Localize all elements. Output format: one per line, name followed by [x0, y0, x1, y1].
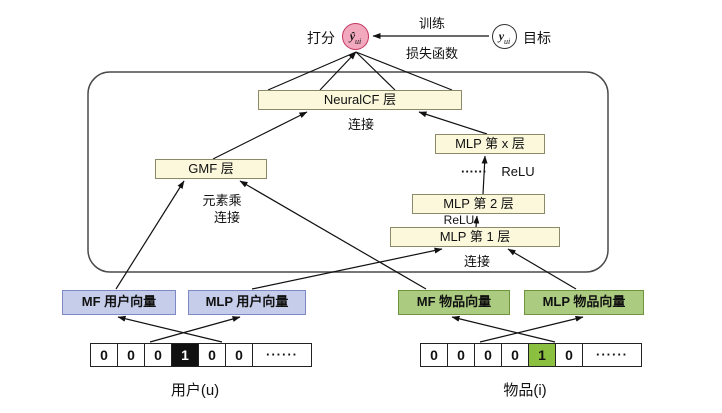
onehot-ellipsis: ······: [583, 344, 641, 366]
mlp-layer-1-box: MLP 第 1 层: [390, 227, 560, 247]
onehot-cell: 0: [448, 344, 475, 366]
yhat-base: ŷ: [349, 29, 356, 43]
ytrue-symbol: yui: [498, 27, 511, 47]
onehot-cell: 0: [502, 344, 529, 366]
concat-label-gmf: 连接: [213, 210, 241, 225]
item-onehot-vector: 0 0 0 0 1 0 ······: [420, 343, 642, 367]
target-score-node: yui: [492, 24, 517, 49]
onehot-cell: 0: [226, 344, 253, 366]
onehot-cell: 0: [118, 344, 145, 366]
user-onehot-vector: 0 0 0 1 0 0 ······: [90, 343, 312, 367]
onehot-cell: 0: [421, 344, 448, 366]
onehot-cell: 0: [91, 344, 118, 366]
mf-item-vector-box: MF 物品向量: [398, 290, 510, 315]
concat-label-top: 连接: [347, 117, 375, 132]
concat-label-mlp: 连接: [463, 254, 491, 269]
hidden-layers-ellipsis: ······: [461, 164, 487, 179]
onehot-cell: 0: [145, 344, 172, 366]
ytrue-base: y: [498, 29, 505, 43]
onehot-ellipsis: ······: [253, 344, 311, 366]
gmf-layer-box: GMF 层: [155, 159, 267, 179]
relu-label-top: ReLU: [501, 164, 535, 179]
mlp-layer-x-box: MLP 第 x 层: [435, 134, 545, 154]
user-input-label: 用户(u): [170, 382, 220, 399]
neuralcf-layer-box: NeuralCF 层: [258, 90, 462, 110]
elementwise-product-label: 元素乘: [202, 193, 242, 208]
onehot-hot-cell: 1: [172, 344, 199, 366]
train-label: 训练: [418, 16, 446, 31]
onehot-hot-cell: 1: [529, 344, 556, 366]
ytrue-sub: ui: [504, 37, 511, 47]
mlp-item-vector-box: MLP 物品向量: [524, 290, 644, 315]
score-label: 打分: [307, 30, 335, 46]
yhat-sub: ui: [355, 37, 362, 47]
mlp-layer-2-box: MLP 第 2 层: [412, 194, 545, 214]
target-label: 目标: [523, 30, 551, 46]
loss-function-label: 损失函数: [405, 46, 459, 61]
onehot-cell: 0: [475, 344, 502, 366]
mf-user-vector-box: MF 用户向量: [62, 290, 176, 315]
predicted-score-node: ŷui: [342, 23, 369, 50]
yhat-symbol: ŷui: [349, 27, 362, 47]
relu-label-mid: ReLU: [443, 213, 475, 227]
onehot-cell: 0: [199, 344, 226, 366]
item-input-label: 物品(i): [503, 382, 547, 399]
mlp-user-vector-box: MLP 用户向量: [188, 290, 306, 315]
onehot-cell: 0: [556, 344, 583, 366]
